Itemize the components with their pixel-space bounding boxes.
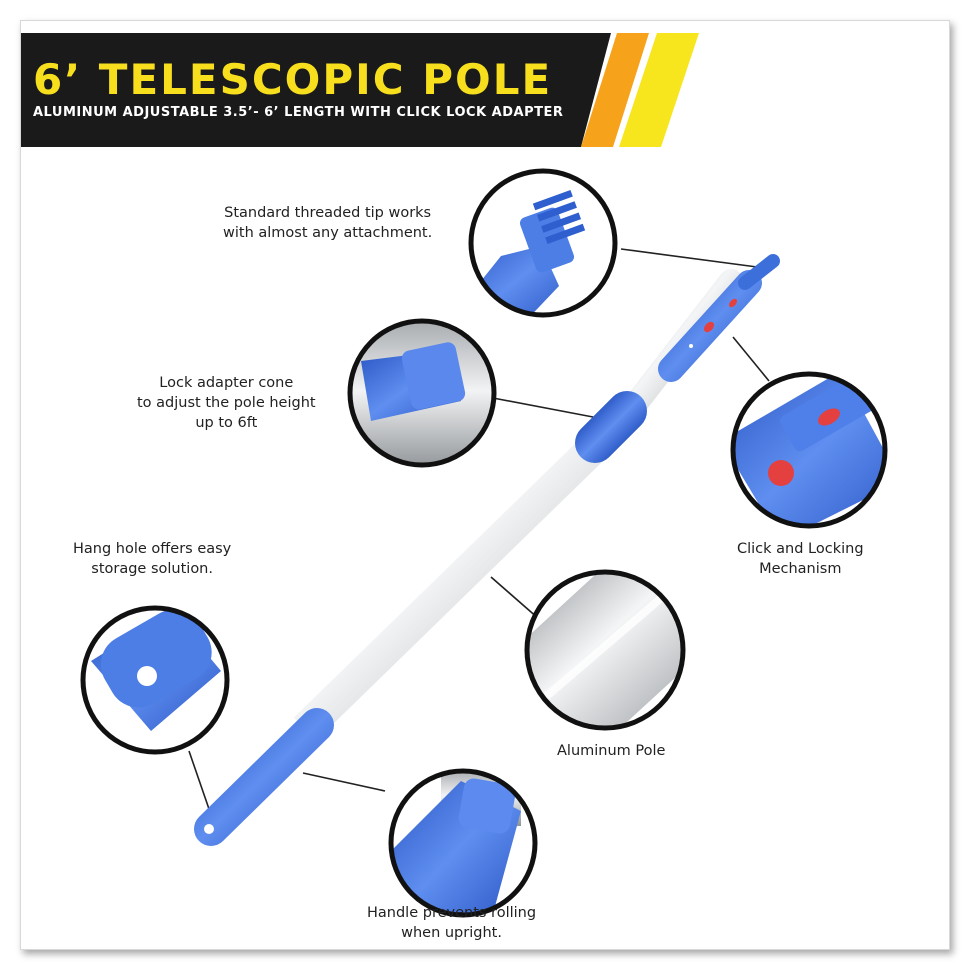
yellow-stripe: [619, 33, 699, 147]
caption-aluminum-pole: Aluminum Pole: [557, 743, 666, 759]
lock-cone: [575, 391, 647, 463]
leader-lines: [188, 248, 770, 810]
handle-grip-icon: [388, 768, 538, 918]
header-text: 6’ TELESCOPIC POLE ALUMINUM ADJUSTABLE 3…: [21, 33, 949, 147]
orange-stripe: [581, 33, 649, 147]
click-lock-icon: [730, 371, 888, 529]
product-frame: 6’ TELESCOPIC POLE ALUMINUM ADJUSTABLE 3…: [20, 20, 950, 950]
telescopic-pole: [194, 254, 780, 846]
page-subtitle: ALUMINUM ADJUSTABLE 3.5’- 6’ LENGTH WITH…: [33, 105, 564, 120]
hang-hole-icon: [80, 605, 230, 755]
product-illustration: [21, 33, 888, 918]
page-title: 6’ TELESCOPIC POLE: [33, 55, 553, 104]
header-banner: [21, 33, 699, 147]
aluminum-pole-icon: [524, 569, 686, 731]
lock-cone-icon: [347, 318, 497, 468]
threaded-tip-icon: [468, 168, 618, 318]
hang-hole: [204, 824, 214, 834]
handle: [194, 708, 334, 846]
